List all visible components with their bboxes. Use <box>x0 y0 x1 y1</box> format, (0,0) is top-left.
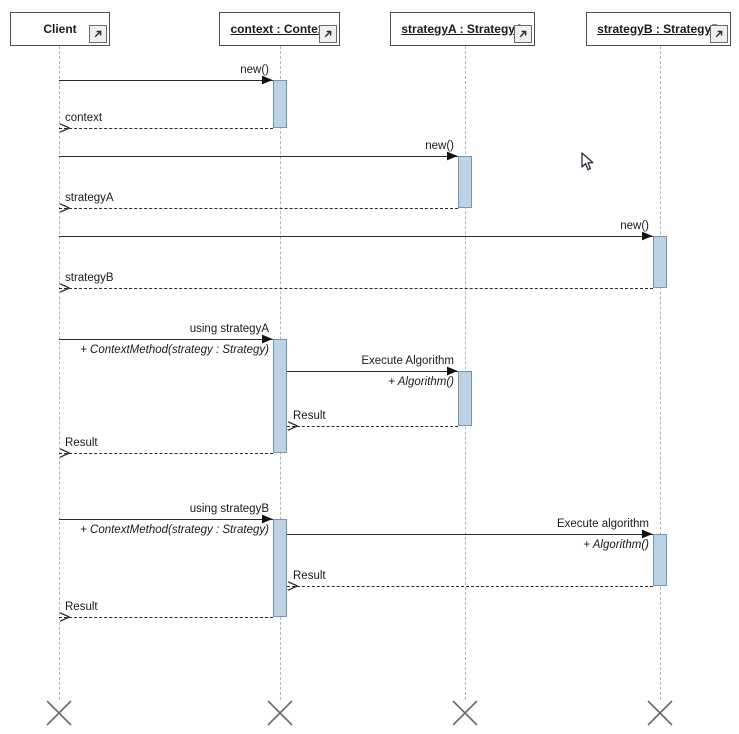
open-expand-icon[interactable] <box>710 25 728 43</box>
lifeline-header-strategyA[interactable]: strategyA : StrategyA <box>390 12 535 46</box>
message-signature: + Algorithm() <box>583 539 649 551</box>
message-signature: + ContextMethod(strategy : Strategy) <box>80 344 269 356</box>
message-line-return <box>59 617 273 618</box>
message-signature: + Algorithm() <box>388 376 454 388</box>
open-expand-icon[interactable] <box>89 25 107 43</box>
message-label: Result <box>65 601 98 613</box>
activation-bar <box>458 156 472 208</box>
message-label: Result <box>65 437 98 449</box>
lifeline-strategyB <box>660 46 661 700</box>
terminator-context <box>267 700 293 726</box>
arrowhead-open <box>59 203 70 213</box>
arrowhead-open <box>59 123 70 133</box>
message-signature: + ContextMethod(strategy : Strategy) <box>80 524 269 536</box>
lifeline-header-label: Client <box>43 22 77 36</box>
arrowhead-open <box>287 421 298 431</box>
terminator-client <box>46 700 72 726</box>
message-line-return <box>59 208 458 209</box>
terminator-strategyB <box>647 700 673 726</box>
activation-bar <box>273 519 287 617</box>
activation-bar <box>653 236 667 288</box>
message-line-call <box>59 339 273 340</box>
arrowhead-open <box>59 612 70 622</box>
lifeline-client <box>59 46 60 700</box>
mouse-cursor <box>581 152 595 172</box>
message-line-return <box>59 128 273 129</box>
message-label: strategyA <box>65 192 114 204</box>
activation-bar <box>653 534 667 586</box>
message-label: using strategyB <box>189 503 269 515</box>
message-label: context <box>65 112 103 124</box>
arrowhead-filled <box>642 231 653 241</box>
arrowhead-filled <box>447 366 458 376</box>
lifeline-header-label: strategyB : StrategyB <box>597 22 720 36</box>
message-label: Execute algorithm <box>556 518 649 530</box>
message-label: using strategyA <box>189 323 269 335</box>
message-line-call <box>59 156 458 157</box>
message-label: Execute Algorithm <box>361 355 454 367</box>
activation-bar <box>458 371 472 426</box>
message-line-call <box>287 371 458 372</box>
activation-bar <box>273 80 287 128</box>
arrowhead-filled <box>262 334 273 344</box>
message-line-return <box>287 586 653 587</box>
arrowhead-filled <box>262 514 273 524</box>
arrowhead-open <box>287 581 298 591</box>
message-label: new() <box>240 64 269 76</box>
arrowhead-filled <box>262 75 273 85</box>
message-line-call <box>59 80 273 81</box>
message-line-return <box>287 426 458 427</box>
arrowhead-open <box>59 448 70 458</box>
message-line-call <box>59 519 273 520</box>
lifeline-header-context[interactable]: context : Context <box>219 12 340 46</box>
lifeline-header-client[interactable]: Client <box>10 12 110 46</box>
message-label: Result <box>293 410 326 422</box>
arrowhead-filled <box>642 529 653 539</box>
open-expand-icon[interactable] <box>319 25 337 43</box>
message-label: new() <box>620 220 649 232</box>
lifeline-header-label: context : Context <box>230 22 329 36</box>
arrowhead-filled <box>447 151 458 161</box>
message-line-call <box>287 534 653 535</box>
message-line-return <box>59 453 273 454</box>
lifeline-header-strategyB[interactable]: strategyB : StrategyB <box>586 12 731 46</box>
lifeline-header-label: strategyA : StrategyA <box>401 22 524 36</box>
arrowhead-open <box>59 283 70 293</box>
activation-bar <box>273 339 287 453</box>
terminator-strategyA <box>452 700 478 726</box>
message-label: Result <box>293 570 326 582</box>
message-label: new() <box>425 140 454 152</box>
message-label: strategyB <box>65 272 114 284</box>
message-line-return <box>59 288 653 289</box>
message-line-call <box>59 236 653 237</box>
open-expand-icon[interactable] <box>514 25 532 43</box>
